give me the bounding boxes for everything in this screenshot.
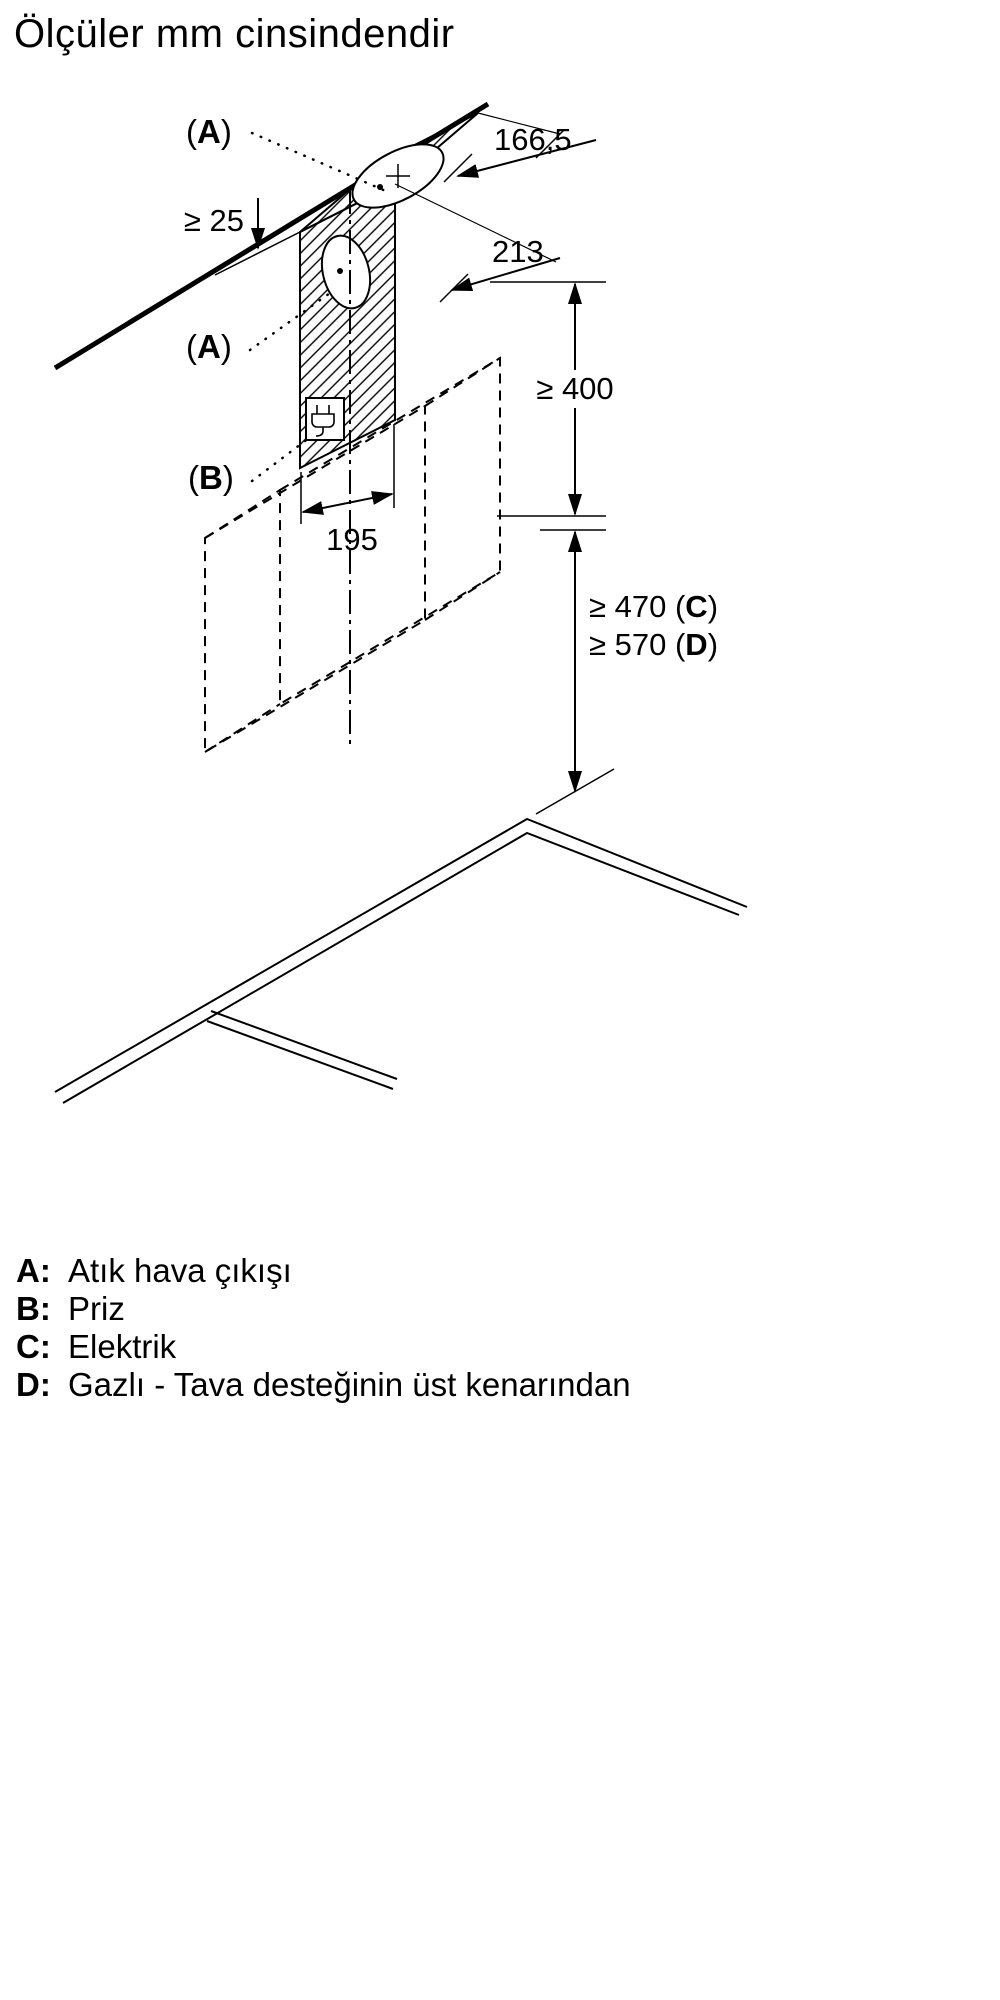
legend-item-text: Elektrik <box>68 1328 177 1365</box>
dim-195-label: 195 <box>326 522 378 557</box>
legend-item-key: D: <box>16 1366 51 1403</box>
callout-b: (B) <box>188 459 234 496</box>
callout-leaders <box>248 131 390 483</box>
dim-400-rigging <box>490 281 638 517</box>
plug-icon <box>311 405 335 437</box>
legend-item-a: A: Atık hava çıkışı <box>16 1252 631 1290</box>
legend-item-b: B: Priz <box>16 1290 631 1328</box>
dim-213-label: 213 <box>492 234 544 269</box>
dim-470-label: ≥ 470 (C) <box>589 589 718 624</box>
dim-195-rigging <box>300 424 395 524</box>
installation-diagram: ≥ 25 166,5 213 ≥ 400 195 ≥ 470 (C) ≥ 570… <box>53 101 748 1104</box>
leader-a-front <box>248 291 332 352</box>
hood-outline <box>204 356 501 754</box>
dim-400-label: ≥ 400 <box>536 371 613 406</box>
leader-a-top <box>250 131 390 194</box>
legend: A: Atık hava çıkışı B: Priz C: Elektrik … <box>16 1252 631 1404</box>
legend-item-key: B: <box>16 1290 51 1327</box>
center-mark-dot <box>377 184 383 190</box>
callout-a-front: (A) <box>186 328 232 365</box>
page-title: Ölçüler mm cinsindendir <box>14 12 455 56</box>
callout-a-top: (A) <box>186 113 232 150</box>
legend-item-key: A: <box>16 1252 51 1289</box>
air-outlet-front <box>320 234 372 310</box>
legend-item-text: Priz <box>68 1290 125 1327</box>
countertop-edge <box>54 817 748 1104</box>
legend-item-key: C: <box>16 1328 51 1365</box>
legend-item-text: Gazlı - Tava desteğinin üst kenarından <box>68 1366 631 1403</box>
socket-box <box>305 397 345 441</box>
dim-166-rigging <box>443 112 597 183</box>
legend-item-text: Atık hava çıkışı <box>68 1252 292 1289</box>
dim-213-rigging <box>394 183 561 303</box>
center-mark-dot <box>337 268 343 274</box>
dim-470-570-rigging <box>535 529 615 815</box>
legend-item-c: C: Elektrik <box>16 1328 631 1366</box>
dim-570-label: ≥ 570 (D) <box>589 627 718 662</box>
legend-item-d: D: Gazlı - Tava desteğinin üst kenarında… <box>16 1366 631 1404</box>
dim-25-label: ≥ 25 <box>184 203 244 238</box>
dim-166-label: 166,5 <box>494 122 572 157</box>
air-outlet-top <box>351 143 445 209</box>
duct-top-edge-extension <box>214 231 301 276</box>
